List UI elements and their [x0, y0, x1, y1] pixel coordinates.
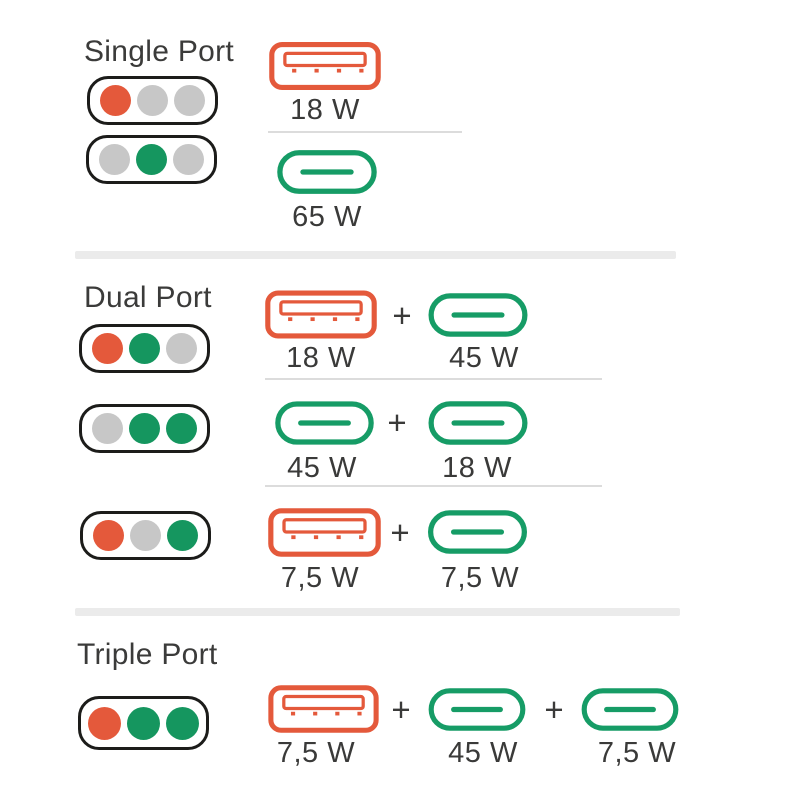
- port-indicator-pill: [78, 696, 209, 750]
- plus-separator: +: [391, 691, 411, 728]
- port-indicator-pill: [79, 324, 210, 373]
- wattage-label: 45 W: [449, 342, 519, 374]
- wattage-label: 18 W: [290, 94, 360, 126]
- status-dot: [136, 144, 167, 175]
- wattage-label: 7,5 W: [440, 562, 520, 594]
- section-title-triple-port: Triple Port: [77, 638, 218, 671]
- usb-c-icon: [579, 688, 681, 731]
- status-dot: [130, 520, 161, 551]
- status-dot: [167, 520, 198, 551]
- status-dot: [174, 85, 205, 116]
- status-dot: [100, 85, 131, 116]
- wattage-label: 7,5 W: [597, 737, 677, 769]
- row-divider: [265, 485, 602, 487]
- status-dot: [99, 144, 130, 175]
- wattage-label: 45 W: [448, 737, 518, 769]
- usb-c-icon: [426, 688, 528, 731]
- status-dot: [92, 333, 123, 364]
- wattage-label: 7,5 W: [280, 562, 360, 594]
- wattage-label: 18 W: [442, 452, 512, 484]
- wattage-label: 65 W: [292, 201, 362, 233]
- section-title-single-port: Single Port: [84, 35, 235, 68]
- usb-a-icon: [268, 685, 379, 733]
- status-dot: [129, 413, 160, 444]
- status-dot: [129, 333, 160, 364]
- row-divider: [265, 378, 602, 380]
- port-indicator-pill: [87, 76, 218, 125]
- status-dot: [137, 85, 168, 116]
- port-indicator-pill: [79, 404, 210, 453]
- usb-c-icon: [275, 401, 374, 445]
- status-dot: [166, 333, 197, 364]
- status-dot: [166, 706, 199, 740]
- plus-separator: +: [392, 297, 412, 334]
- usb-c-icon: [277, 149, 377, 195]
- status-dot: [93, 520, 124, 551]
- plus-separator: +: [544, 691, 564, 728]
- port-indicator-pill: [80, 511, 211, 560]
- usb-a-icon: [269, 41, 381, 91]
- status-dot: [173, 144, 204, 175]
- status-dot: [166, 413, 197, 444]
- plus-separator: +: [390, 514, 410, 551]
- section-title-dual-port: Dual Port: [84, 281, 212, 314]
- usb-c-icon: [427, 293, 529, 337]
- usb-a-icon: [268, 507, 381, 558]
- plus-separator: +: [387, 404, 407, 441]
- status-dot: [127, 706, 160, 740]
- section-divider: [75, 251, 676, 259]
- wattage-label: 45 W: [287, 452, 357, 484]
- usb-a-icon: [265, 290, 377, 339]
- status-dot: [88, 706, 121, 740]
- wattage-label: 18 W: [286, 342, 356, 374]
- status-dot: [92, 413, 123, 444]
- usb-c-icon: [427, 510, 528, 554]
- wattage-label: 7,5 W: [276, 737, 356, 769]
- section-divider: [75, 608, 680, 616]
- usb-c-icon: [427, 401, 529, 445]
- port-indicator-pill: [86, 135, 217, 184]
- row-divider: [268, 131, 462, 133]
